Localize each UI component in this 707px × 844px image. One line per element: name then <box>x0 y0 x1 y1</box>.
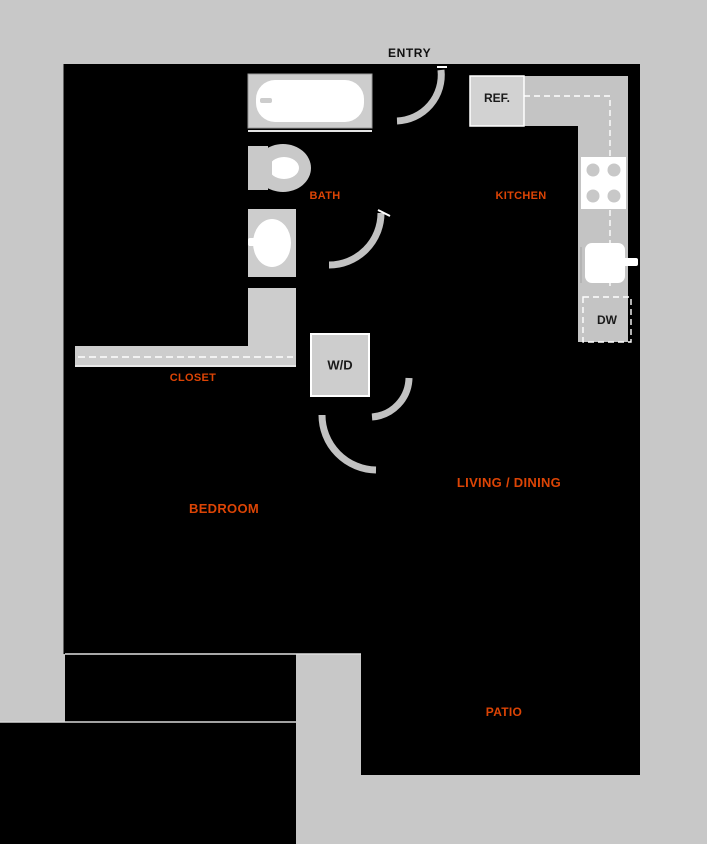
living-dining-label: LIVING / DINING <box>456 475 562 490</box>
closet-area <box>75 288 296 366</box>
patio-label: PATIO <box>485 705 523 719</box>
refrigerator-label: REF. <box>483 91 511 105</box>
dishwasher <box>582 296 632 343</box>
entry-door-swing <box>396 69 445 125</box>
kitchen-label: KITCHEN <box>495 190 547 202</box>
bath-door-jamb <box>377 209 391 217</box>
kitchen-sink <box>585 243 625 283</box>
bedroom-door-swing <box>318 414 377 474</box>
entry-label: ENTRY <box>388 46 432 60</box>
toilet-seat-opening <box>269 157 299 179</box>
bathtub-basin <box>256 80 364 122</box>
unit-body-upper <box>65 64 640 775</box>
refrigerator <box>469 75 525 127</box>
tub-drain-icon <box>260 98 272 103</box>
closet-label: CLOSET <box>169 372 217 384</box>
vanity-faucet-icon <box>248 238 266 246</box>
bath-label: BATH <box>309 190 341 202</box>
toilet-base <box>250 152 272 186</box>
dishwasher-label: DW <box>597 313 617 327</box>
washer-dryer-label: W/D <box>327 357 353 373</box>
unit-body-lower-left <box>0 722 296 844</box>
range-cooktop <box>581 157 626 209</box>
sink-faucet-icon <box>622 258 638 266</box>
washer-dryer <box>310 333 370 397</box>
burner-icon <box>586 189 600 203</box>
burner-icon <box>607 189 621 203</box>
burner-icon <box>607 163 621 177</box>
closet-area-fill <box>75 288 296 366</box>
vanity-basin <box>253 219 291 267</box>
burner-icon <box>586 163 600 177</box>
bath-door-swing <box>328 212 385 269</box>
bedroom-label: BEDROOM <box>189 501 259 516</box>
laundry-door-swing <box>371 377 413 421</box>
upper-cabinet-dashed <box>524 95 611 290</box>
